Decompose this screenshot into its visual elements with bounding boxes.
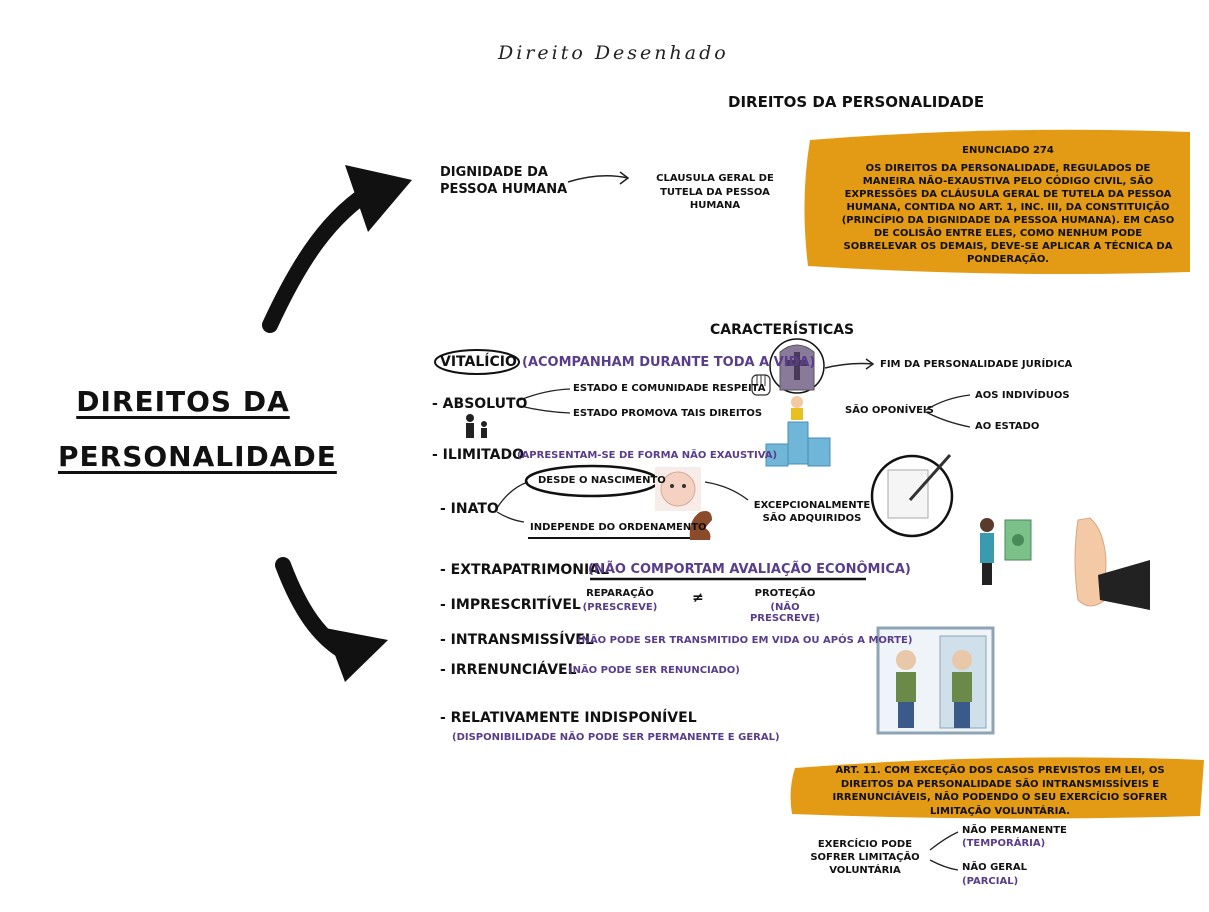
clausula-label: CLAUSULA GERAL DE TUTELA DA PESSOA HUMAN… (656, 173, 774, 211)
dignidade-label: DIGNIDADE DA PESSOA HUMANA (440, 165, 568, 197)
stop-hand-icon (1074, 517, 1150, 610)
hand-icon (751, 374, 771, 396)
exercicio-b: NÃO GERAL (962, 862, 1027, 873)
intransmissivel-note: (NÃO PODE SER TRANSMITIDO EM VIDA OU APÓ… (577, 635, 913, 646)
irrenunciavel-label: - IRRENUNCIÁVEL (440, 662, 577, 678)
exercicio-label: EXERCÍCIO PODE SOFRER LIMITAÇÃO VOLUNTÁR… (810, 839, 920, 876)
arrow-op-b (925, 411, 971, 428)
enunciado-box: ENUNCIADO 274 OS DIREITOS DA PERSONALIDA… (838, 145, 1178, 266)
extrapatrimonial-note: (NÃO COMPORTAM AVALIAÇÃO ECONÔMICA) (588, 562, 911, 577)
fim-personalidade: FIM DA PERSONALIDADE JURÍDICA (880, 359, 1073, 370)
vitalicio-label: VITALÍCIO (440, 354, 517, 370)
arrow-op-a (925, 394, 971, 411)
extrapatrimonial-label: - EXTRAPATRIMONIAL (440, 562, 609, 578)
neq-sign: ≠ (692, 590, 704, 606)
art11-text: ART. 11. COM EXCEÇÃO DOS CASOS PREVISTOS… (832, 765, 1168, 817)
oponiveis-b: AO ESTADO (975, 421, 1040, 432)
big-arrow-up-head (345, 165, 412, 232)
mirror-icon (876, 626, 995, 735)
woman-money-icon (980, 518, 1032, 585)
arrow-inato-b (496, 511, 525, 523)
brand-logo: Direito Desenhado (498, 42, 729, 64)
irrenunciavel-note: (NÃO PODE SER RENUNCIADO) (568, 665, 740, 676)
arrow-ex-a (929, 831, 959, 851)
absoluto-label: - ABSOLUTO (432, 396, 528, 412)
big-arrow-down-head (325, 628, 388, 682)
relativamente-note: (DISPONIBILIDADE NÃO PODE SER PERMANENTE… (452, 732, 780, 743)
muscle-icon (689, 511, 712, 540)
arrow-fim (824, 362, 874, 369)
protecao: PROTEÇÃO (754, 588, 816, 599)
left-title: DIREITOS DA PERSONALIDADE (58, 375, 337, 484)
left-title-line-2: PERSONALIDADE (58, 439, 337, 473)
absoluto-a: ESTADO E COMUNIDADE RESPEITA (573, 383, 766, 394)
inato-a: DESDE O NASCIMENTO (538, 475, 666, 486)
enunciado-brush (804, 129, 1190, 274)
reparacao-note: (PRESCREVE) (582, 602, 658, 613)
inato-b: INDEPENDE DO ORDENAMENTO (530, 522, 707, 533)
enunciado-title: ENUNCIADO 274 (962, 145, 1054, 156)
ilimitado-label: - ILIMITADO (432, 447, 524, 463)
big-arrow-up (262, 180, 383, 333)
arrow-dignidade (567, 175, 629, 183)
arrow-inato-a (496, 481, 529, 509)
art11-brush (790, 757, 1204, 819)
left-title-line-1: DIREITOS DA (76, 385, 290, 418)
intransmissivel-label: - INTRANSMISSÍVEL (440, 632, 594, 648)
exercicio-a-note: (TEMPORÁRIA) (962, 838, 1046, 849)
oponiveis-a: AOS INDIVÍDUOS (975, 390, 1070, 401)
enunciado-body: OS DIREITOS DA PERSONALIDADE, REGULADOS … (841, 163, 1175, 265)
exercicio-b-note: (PARCIAL) (962, 876, 1019, 887)
exercicio-a: NÃO PERMANENTE (962, 825, 1067, 836)
family-icon (466, 414, 487, 438)
vitalicio-circle (434, 349, 520, 375)
arrow-abs-b (519, 405, 571, 414)
arrow-ex-b (929, 859, 959, 871)
reparacao: REPARAÇÃO (586, 588, 654, 599)
protecao-note: (NÃO PRESCREVE) (749, 602, 821, 624)
arrow-adquiridos (704, 481, 749, 501)
imprescritivel-label: - IMPRESCRITÍVEL (440, 597, 581, 613)
ilimitado-note: (APRESENTAM-SE DE FORMA NÃO EXAUSTIVA) (517, 450, 778, 461)
inato-c: EXCEPCIONALMENTE SÃO ADQUIRIDOS (753, 500, 871, 524)
arrow-abs-a (519, 388, 571, 401)
relativamente-label: - RELATIVAMENTE INDISPONÍVEL (440, 710, 697, 726)
baby-icon (655, 467, 701, 511)
page-title: DIREITOS DA PERSONALIDADE (728, 93, 985, 111)
absoluto-b: ESTADO PROMOVA TAIS DIREITOS (573, 408, 763, 419)
oponiveis-label: SÃO OPONÍVEIS (845, 405, 934, 416)
caracteristicas-title: CARACTERÍSTICAS (710, 322, 855, 338)
vitalicio-note: (ACOMPANHAM DURANTE TODA A VIDA) (522, 355, 816, 370)
podium-icon (765, 396, 831, 467)
inato-label: - INATO (440, 501, 499, 517)
